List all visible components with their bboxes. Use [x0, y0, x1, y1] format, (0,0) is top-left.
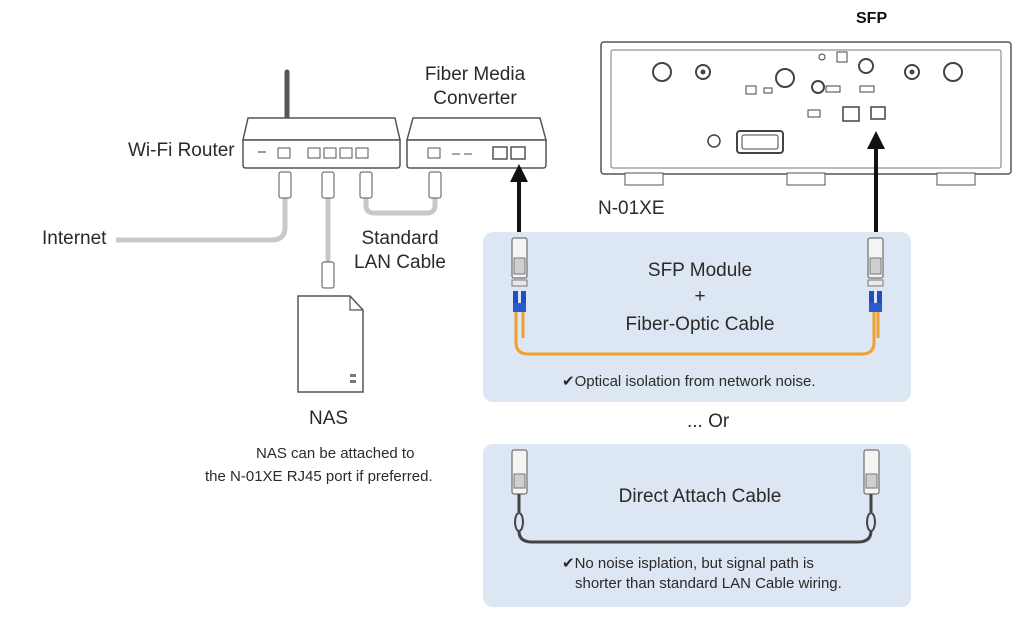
fiber-note-text: Optical isolation from network noise.: [574, 373, 816, 390]
internet-cable: [116, 171, 292, 243]
media-converter-icon: [406, 117, 547, 169]
fiber-note: ✔Optical isolation from network noise.: [562, 372, 816, 390]
n01xe-rear-panel: [600, 41, 1012, 186]
dac-option-panel: [483, 444, 911, 607]
nas-label: NAS: [309, 408, 349, 429]
dac-note-line1: ✔No noise isplation, but signal path is: [562, 554, 814, 572]
nas-lan-cable: [321, 171, 335, 289]
standard-lan-cable: [359, 171, 442, 216]
fiber-optic-cable: [514, 312, 880, 356]
sfp-module-right-icon: [867, 237, 884, 287]
fiber-title-plus: +: [694, 286, 706, 307]
lan-cable-label-line1: Standard: [361, 228, 439, 249]
dac-module-left-icon: [511, 449, 528, 532]
router-label: Wi-Fi Router: [128, 140, 235, 161]
dac-module-right-icon: [863, 449, 880, 532]
player-label: N-01XE: [598, 198, 665, 219]
dac-title: Direct Attach Cable: [618, 486, 782, 507]
lc-connector-left-icon: [513, 291, 526, 312]
sfp-module-left-icon: [511, 237, 528, 287]
wifi-router-icon: [242, 69, 401, 169]
dac-note-text: No noise isplation, but signal path is: [574, 555, 814, 572]
nas-icon: [297, 295, 364, 393]
arrow-to-converter-icon: [510, 164, 528, 232]
fiber-title-line2: Fiber-Optic Cable: [625, 314, 775, 335]
fiber-option-panel: [483, 232, 911, 402]
lan-cable-label-line2: LAN Cable: [354, 252, 446, 273]
direct-attach-cable: [517, 530, 873, 544]
arrow-to-sfp-port-icon: [867, 131, 885, 232]
or-separator: ... Or: [687, 411, 730, 432]
fiber-title-line1: SFP Module: [647, 260, 753, 281]
checkmark-icon: ✔: [562, 373, 575, 390]
sfp-label: SFP: [856, 10, 888, 27]
checkmark-icon: ✔: [562, 555, 575, 572]
nas-note-line2: the N-01XE RJ45 port if preferred.: [205, 468, 433, 485]
lc-connector-right-icon: [869, 291, 882, 312]
dac-note-line2: shorter than standard LAN Cable wiring.: [575, 575, 842, 592]
converter-label-line2: Converter: [433, 88, 517, 109]
converter-label-line1: Fiber Media: [424, 64, 526, 85]
internet-label: Internet: [42, 228, 107, 249]
nas-note-line1: NAS can be attached to: [256, 445, 415, 462]
